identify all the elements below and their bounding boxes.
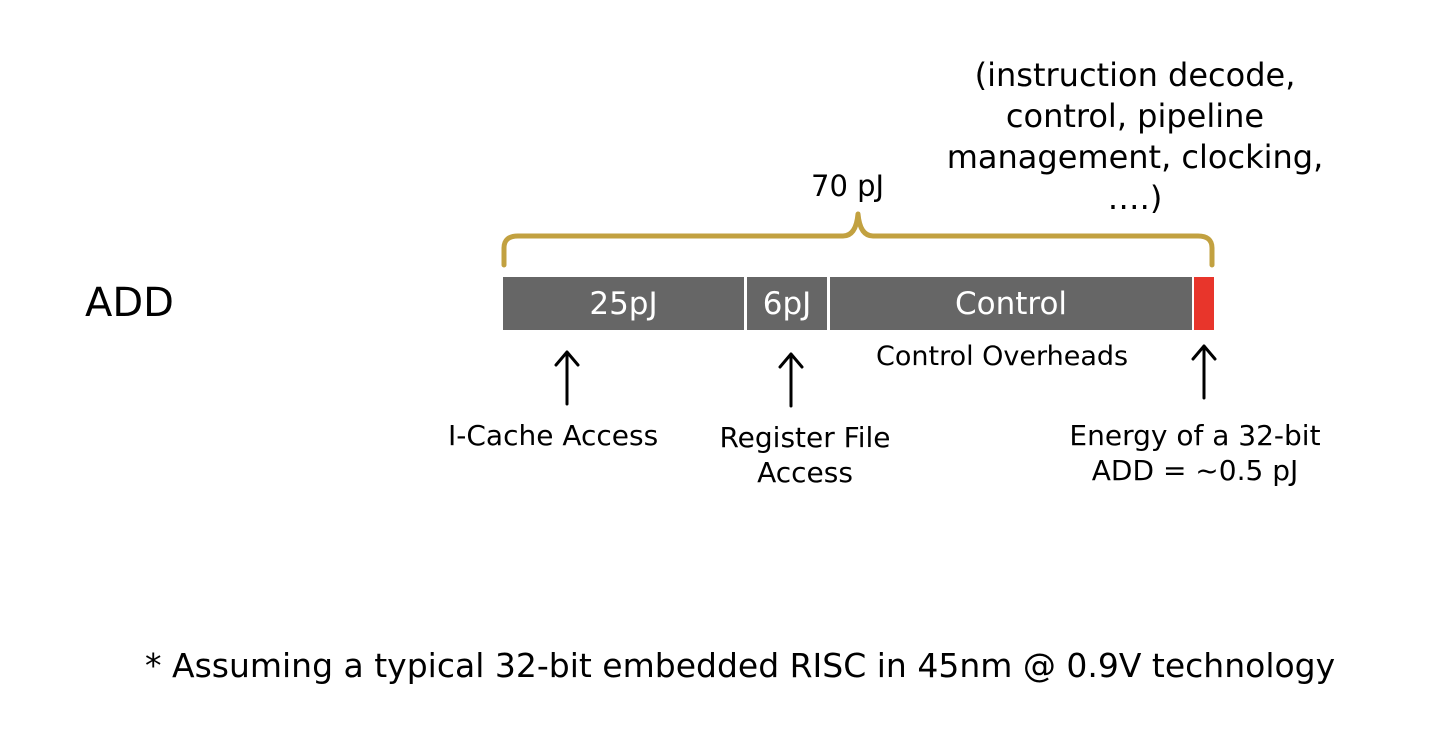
control-note: (instruction decode, control, pipeline m… <box>946 56 1324 217</box>
segment-add <box>1194 277 1214 330</box>
label-icache-access: I-Cache Access <box>448 419 659 452</box>
segment-register-file: 6pJ <box>747 277 827 330</box>
label-add-energy: Energy of a 32-bit ADD = ~0.5 pJ <box>1069 419 1321 487</box>
up-arrow-icon <box>554 350 580 406</box>
label-register-file-access: Register File Access <box>719 421 891 489</box>
segment-icache-label: 25pJ <box>589 285 658 322</box>
segment-register-file-label: 6pJ <box>762 285 812 322</box>
up-arrow-icon <box>778 352 804 408</box>
energy-bar: 25pJ 6pJ Control <box>503 277 1214 330</box>
segment-control: Control <box>830 277 1192 330</box>
segment-control-label: Control <box>954 285 1068 322</box>
label-control-overheads: Control Overheads <box>876 341 1129 372</box>
up-arrow-icon <box>1191 344 1217 400</box>
segment-icache: 25pJ <box>503 277 744 330</box>
row-label-add: ADD <box>85 280 174 326</box>
footnote: * Assuming a typical 32-bit embedded RIS… <box>145 646 1336 685</box>
brace-path <box>501 211 1215 268</box>
total-brace <box>501 211 1215 268</box>
total-energy-label: 70 pJ <box>811 169 885 203</box>
